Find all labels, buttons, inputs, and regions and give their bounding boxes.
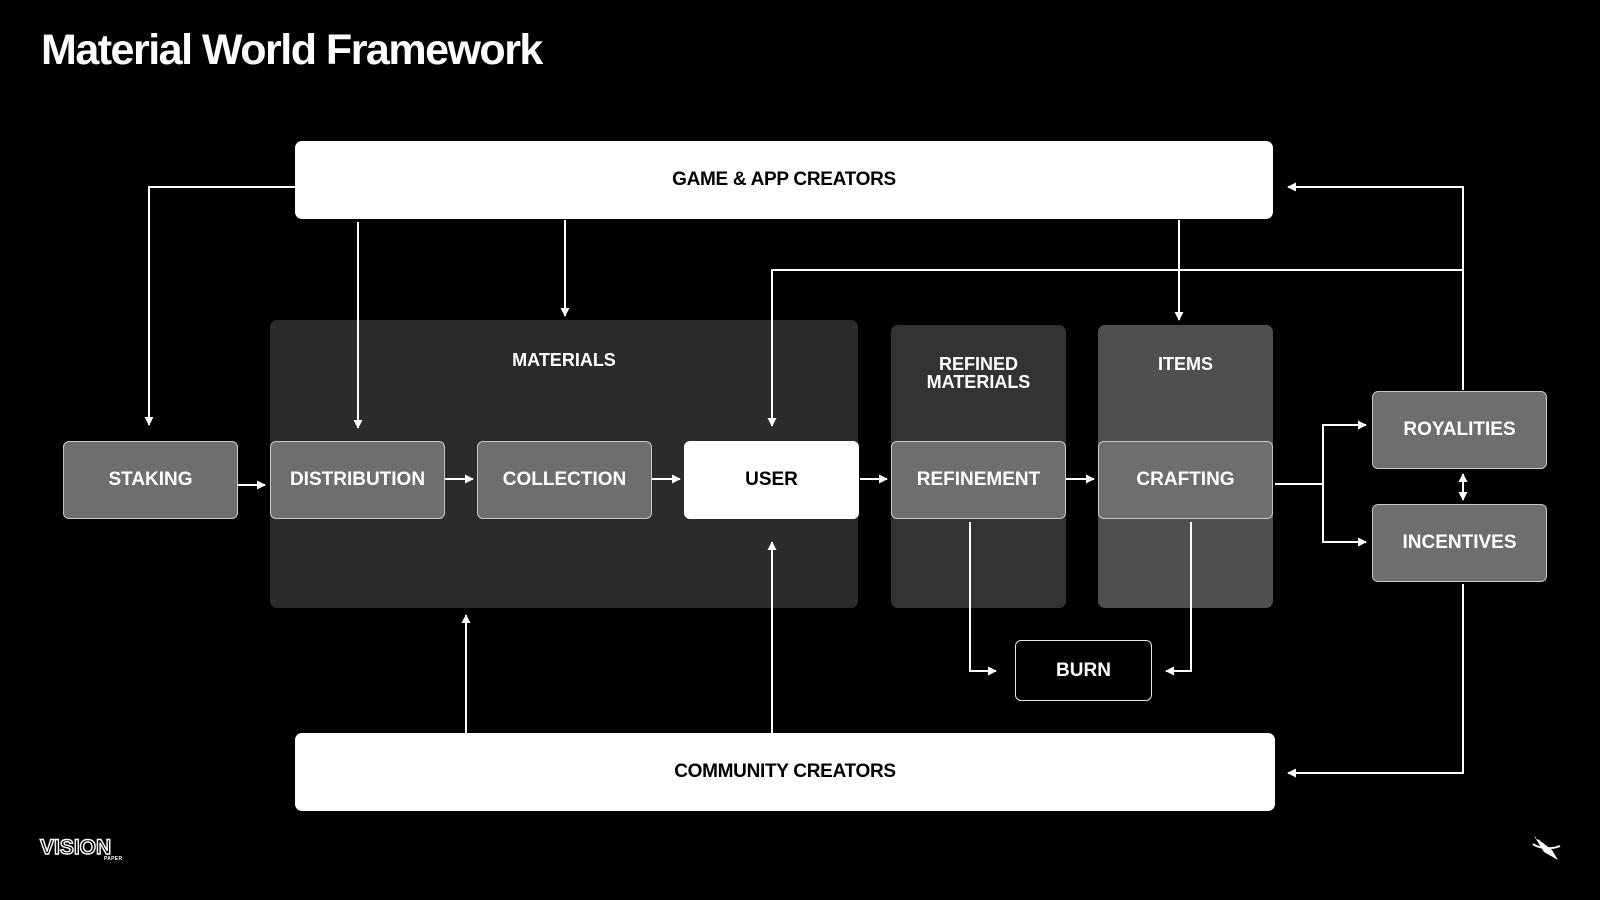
royalities-node: ROYALITIES (1372, 391, 1547, 469)
arrow-crafting-burn (1165, 522, 1192, 676)
page-title: Material World Framework (41, 26, 543, 74)
vision-logo-subtext: PAPER (104, 856, 123, 862)
planet-ring-icon (1532, 836, 1561, 860)
user-node: USER (684, 441, 859, 519)
refined-panel-label-line1: REFINED (938, 354, 1018, 374)
arrow-royalities-to-top (1287, 182, 1464, 390)
arrow-crafting-royalities (1275, 420, 1367, 485)
game-app-creators-bar: GAME & APP CREATORS (295, 141, 1273, 219)
arrow-top-to-staking (144, 186, 295, 426)
arrow-incentives-to-bottom (1287, 584, 1464, 778)
refinement-node: REFINEMENT (891, 441, 1066, 519)
burn-node: BURN (1015, 640, 1152, 701)
arrow-crafting-incentives (1322, 484, 1367, 547)
items-panel-label: ITEMS (1157, 354, 1213, 374)
vision-logo: VISION (39, 835, 112, 859)
incentives-node: INCENTIVES (1372, 504, 1547, 582)
community-creators-bar: COMMUNITY CREATORS (295, 733, 1275, 811)
refined-panel-label-line2: MATERIALS (926, 372, 1031, 392)
materials-panel-label: MATERIALS (512, 350, 616, 370)
staking-node: STAKING (63, 441, 238, 519)
arrow-loop-to-user (767, 269, 1463, 427)
collection-node: COLLECTION (477, 441, 652, 519)
crafting-node: CRAFTING (1098, 441, 1273, 519)
distribution-node: DISTRIBUTION (270, 441, 445, 519)
arrow-refinement-burn (969, 522, 997, 676)
